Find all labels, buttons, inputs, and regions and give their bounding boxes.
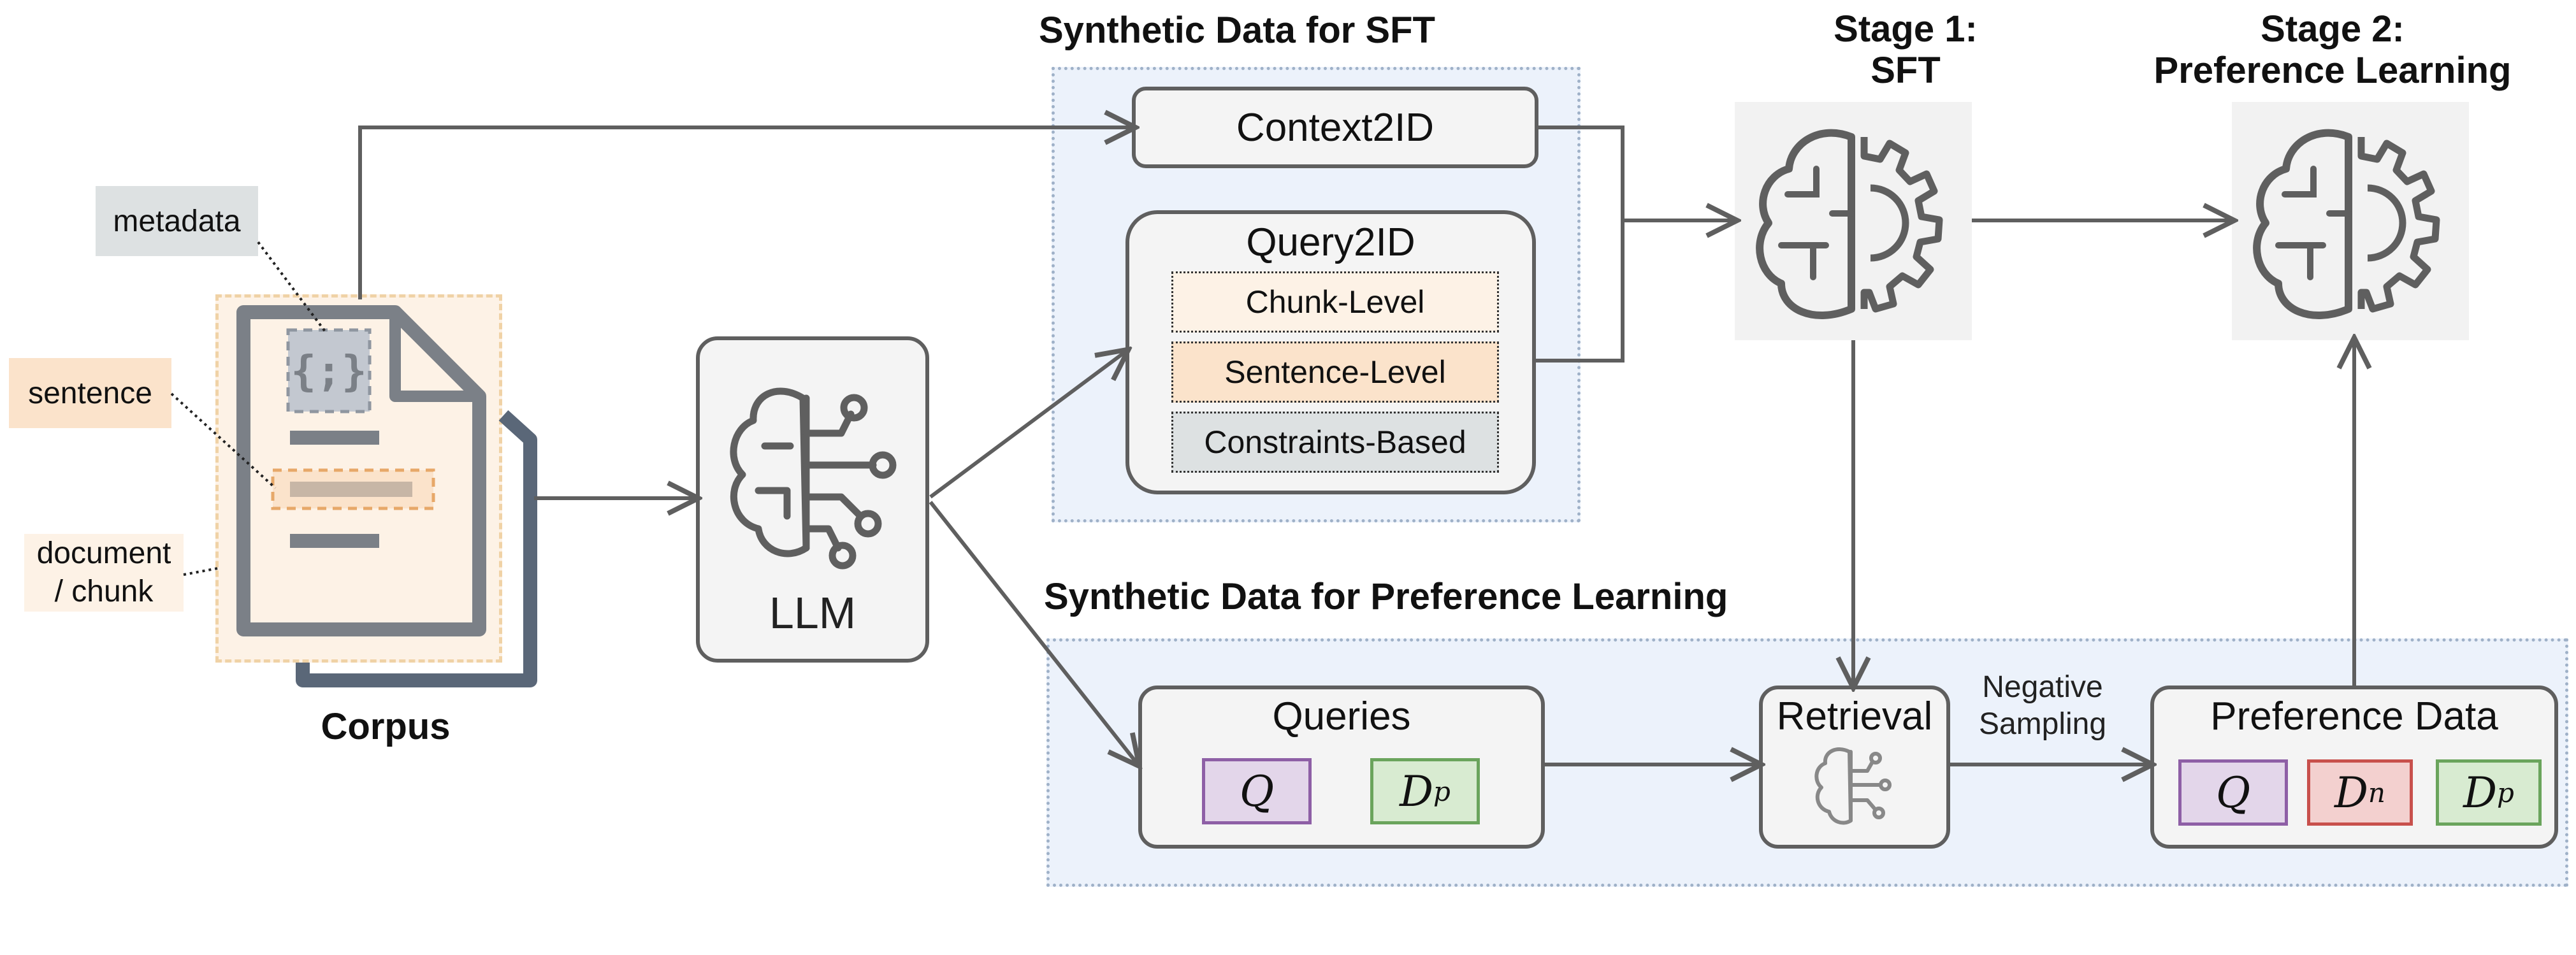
arrow-corpus-to-context2id [358,127,1132,299]
query-q-symbol: Q [1239,766,1275,816]
arrow-llm-to-queries [929,501,1137,763]
pref-q-badge: Q [2178,759,2288,826]
negative-sampling-label: Negative Sampling [1978,670,2107,741]
llm-label: LLM [769,588,857,638]
chunk-level-option: Chunk-Level [1171,271,1499,333]
arrow-llm-to-query2id [929,352,1125,499]
context2id-box: Context2ID [1132,87,1538,168]
query2id-title: Query2ID [1246,220,1415,264]
document-chunk-tag: document / chunk [24,534,184,612]
metadata-glyph: {;} [291,346,367,396]
metadata-tag: metadata [96,186,258,256]
sentence-level-option: Sentence-Level [1171,341,1499,403]
retrieval-title: Retrieval [1776,694,1933,738]
stage2-heading: Stage 2: Preference Learning [2153,8,2512,91]
line-context2id-out [1536,126,1624,363]
pref-dp-subscript: p [2497,777,2514,808]
query-q-badge: Q [1202,758,1312,824]
query-dp-symbol: D [1400,766,1434,816]
pref-dn-symbol: D [2334,768,2368,817]
query-dp-subscript: p [1433,775,1451,807]
constraints-based-option: Constraints-Based [1171,412,1499,473]
corpus-label: Corpus [321,705,451,747]
preference-data-title: Preference Data [2210,694,2498,738]
preference-section-heading: Synthetic Data for Preference Learning [1044,576,1728,617]
pref-q-symbol: Q [2215,768,2251,817]
sentence-tag: sentence [9,358,171,428]
pref-dn-subscript: n [2368,777,2385,808]
retrieval-box [1759,686,1950,849]
pref-dp-symbol: D [2463,768,2498,817]
stage1-heading: Stage 1: SFT [1834,8,1978,91]
queries-title: Queries [1272,694,1411,738]
sft-section-heading: Synthetic Data for SFT [1039,10,1435,51]
